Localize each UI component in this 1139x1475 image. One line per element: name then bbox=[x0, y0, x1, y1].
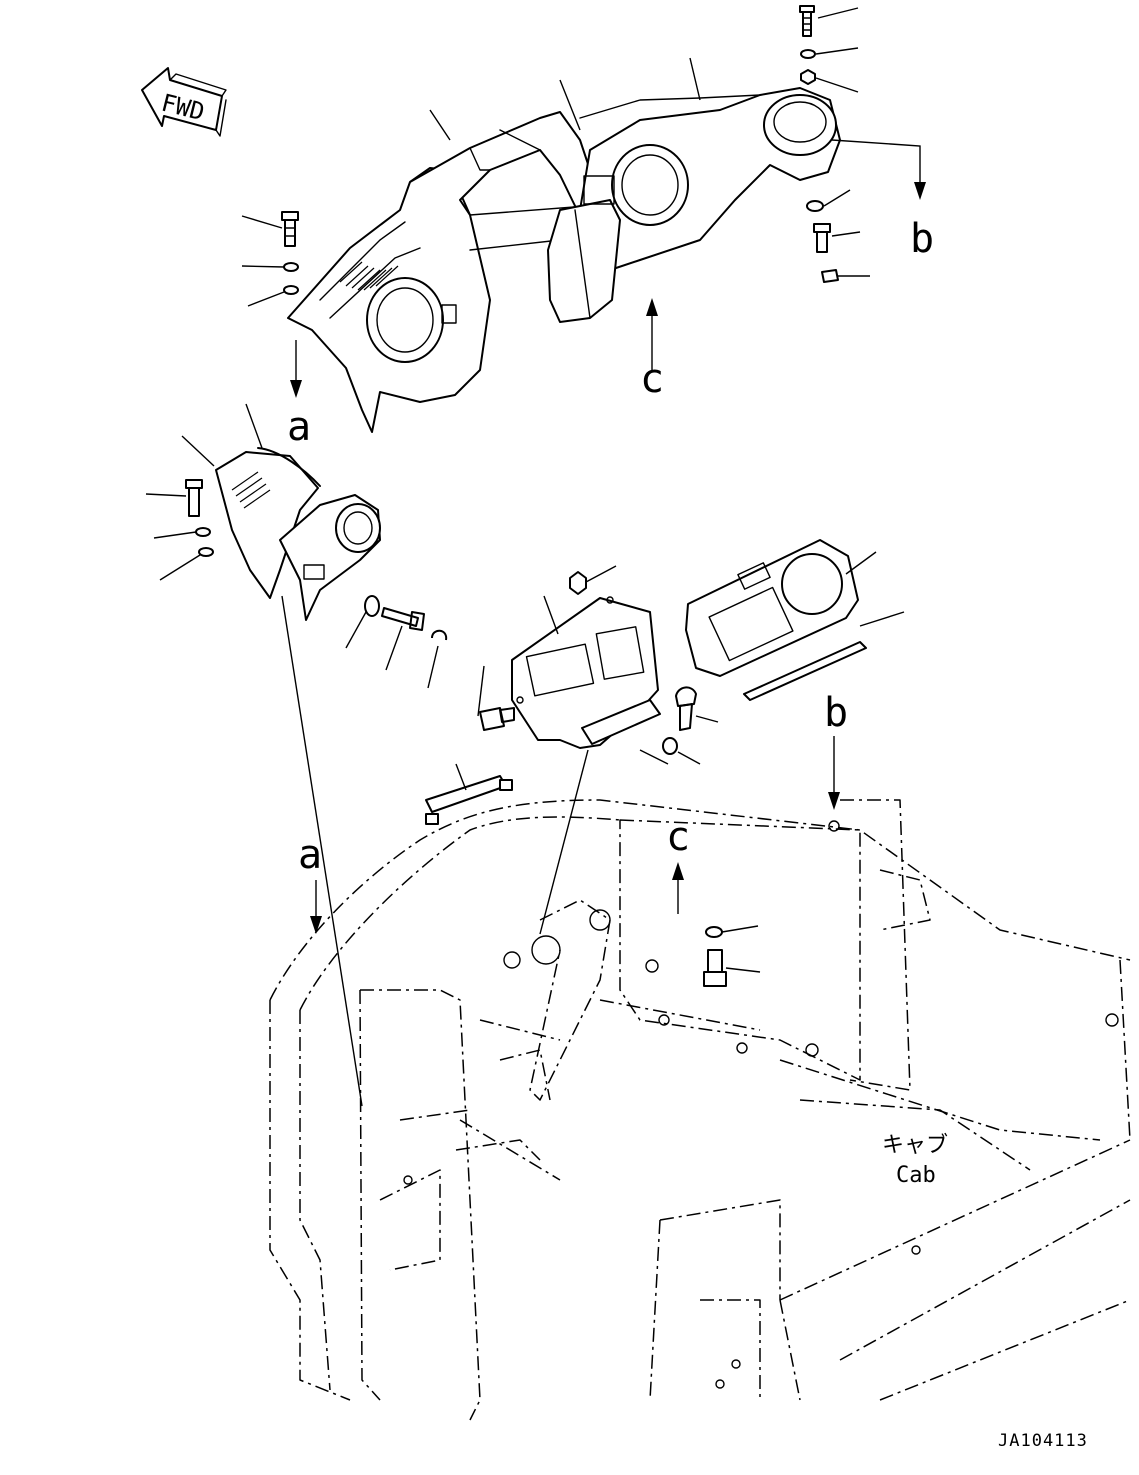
cover-to-frame-leader bbox=[281, 595, 363, 1107]
top-right-bolt bbox=[799, 5, 815, 37]
cab-frame bbox=[269, 799, 1131, 1421]
top-right-leaders bbox=[429, 7, 870, 277]
ref-a-label-lower: a bbox=[298, 832, 322, 878]
cab-label-en: Cab bbox=[896, 1163, 936, 1188]
left-column-washer bbox=[195, 527, 211, 537]
drawing-code: JA104113 bbox=[998, 1431, 1088, 1451]
lower-fastener-leaders bbox=[721, 925, 761, 973]
ref-a-arrow-top: a bbox=[287, 340, 311, 450]
mid-bolt bbox=[381, 607, 425, 631]
ref-c-label-lower: c bbox=[666, 814, 690, 860]
top-left-lockwasher bbox=[283, 285, 299, 295]
left-column-cover bbox=[215, 447, 381, 621]
ref-c-arrow-top: c bbox=[640, 298, 664, 402]
plate-leaders bbox=[477, 565, 719, 765]
ref-c-label-top: c bbox=[640, 356, 664, 402]
ref-b-label-mid: b bbox=[824, 690, 848, 736]
bracket-leader bbox=[455, 763, 467, 791]
left-upper-cover bbox=[287, 167, 491, 433]
mid-clip bbox=[431, 629, 448, 641]
top-left-washer bbox=[283, 262, 299, 272]
top-left-leaders bbox=[241, 215, 285, 307]
front-hanging-panel bbox=[547, 175, 621, 323]
ref-a-arrow-lower: a bbox=[298, 832, 322, 934]
left-column-bolt bbox=[185, 479, 203, 517]
right-upper-cover bbox=[579, 87, 841, 271]
lower-washer bbox=[705, 926, 723, 938]
ref-b-label-top: b bbox=[910, 216, 934, 262]
ref-a-label-top: a bbox=[287, 404, 311, 450]
lower-bolt bbox=[703, 949, 727, 987]
right-side-bolt bbox=[813, 223, 831, 253]
mid-left-leaders bbox=[145, 403, 439, 689]
fwd-arrow: FWD bbox=[141, 67, 227, 137]
plate-stud bbox=[479, 707, 515, 731]
top-right-nut bbox=[800, 69, 816, 85]
cab-label-jp: キャブ bbox=[882, 1133, 948, 1158]
plate-nut bbox=[569, 571, 587, 595]
meter-leaders bbox=[845, 551, 905, 627]
plate-to-frame-leader bbox=[539, 749, 589, 935]
ref-b-arrow-mid: b bbox=[824, 690, 848, 810]
right-side-clip bbox=[821, 269, 839, 283]
mounting-plate bbox=[511, 596, 661, 749]
left-column-lockwasher bbox=[198, 547, 214, 557]
plate-washer bbox=[662, 737, 678, 755]
ref-b-arrow-top: b bbox=[831, 139, 934, 262]
small-bracket bbox=[425, 775, 513, 825]
ref-c-arrow-lower: c bbox=[666, 814, 690, 914]
plate-bolt bbox=[675, 686, 697, 731]
meter-panel bbox=[685, 539, 867, 701]
fwd-label: FWD bbox=[159, 89, 208, 127]
mid-washer bbox=[364, 595, 380, 617]
right-side-washer bbox=[806, 200, 824, 212]
top-right-washer bbox=[800, 49, 816, 59]
top-left-bolt bbox=[281, 211, 299, 247]
